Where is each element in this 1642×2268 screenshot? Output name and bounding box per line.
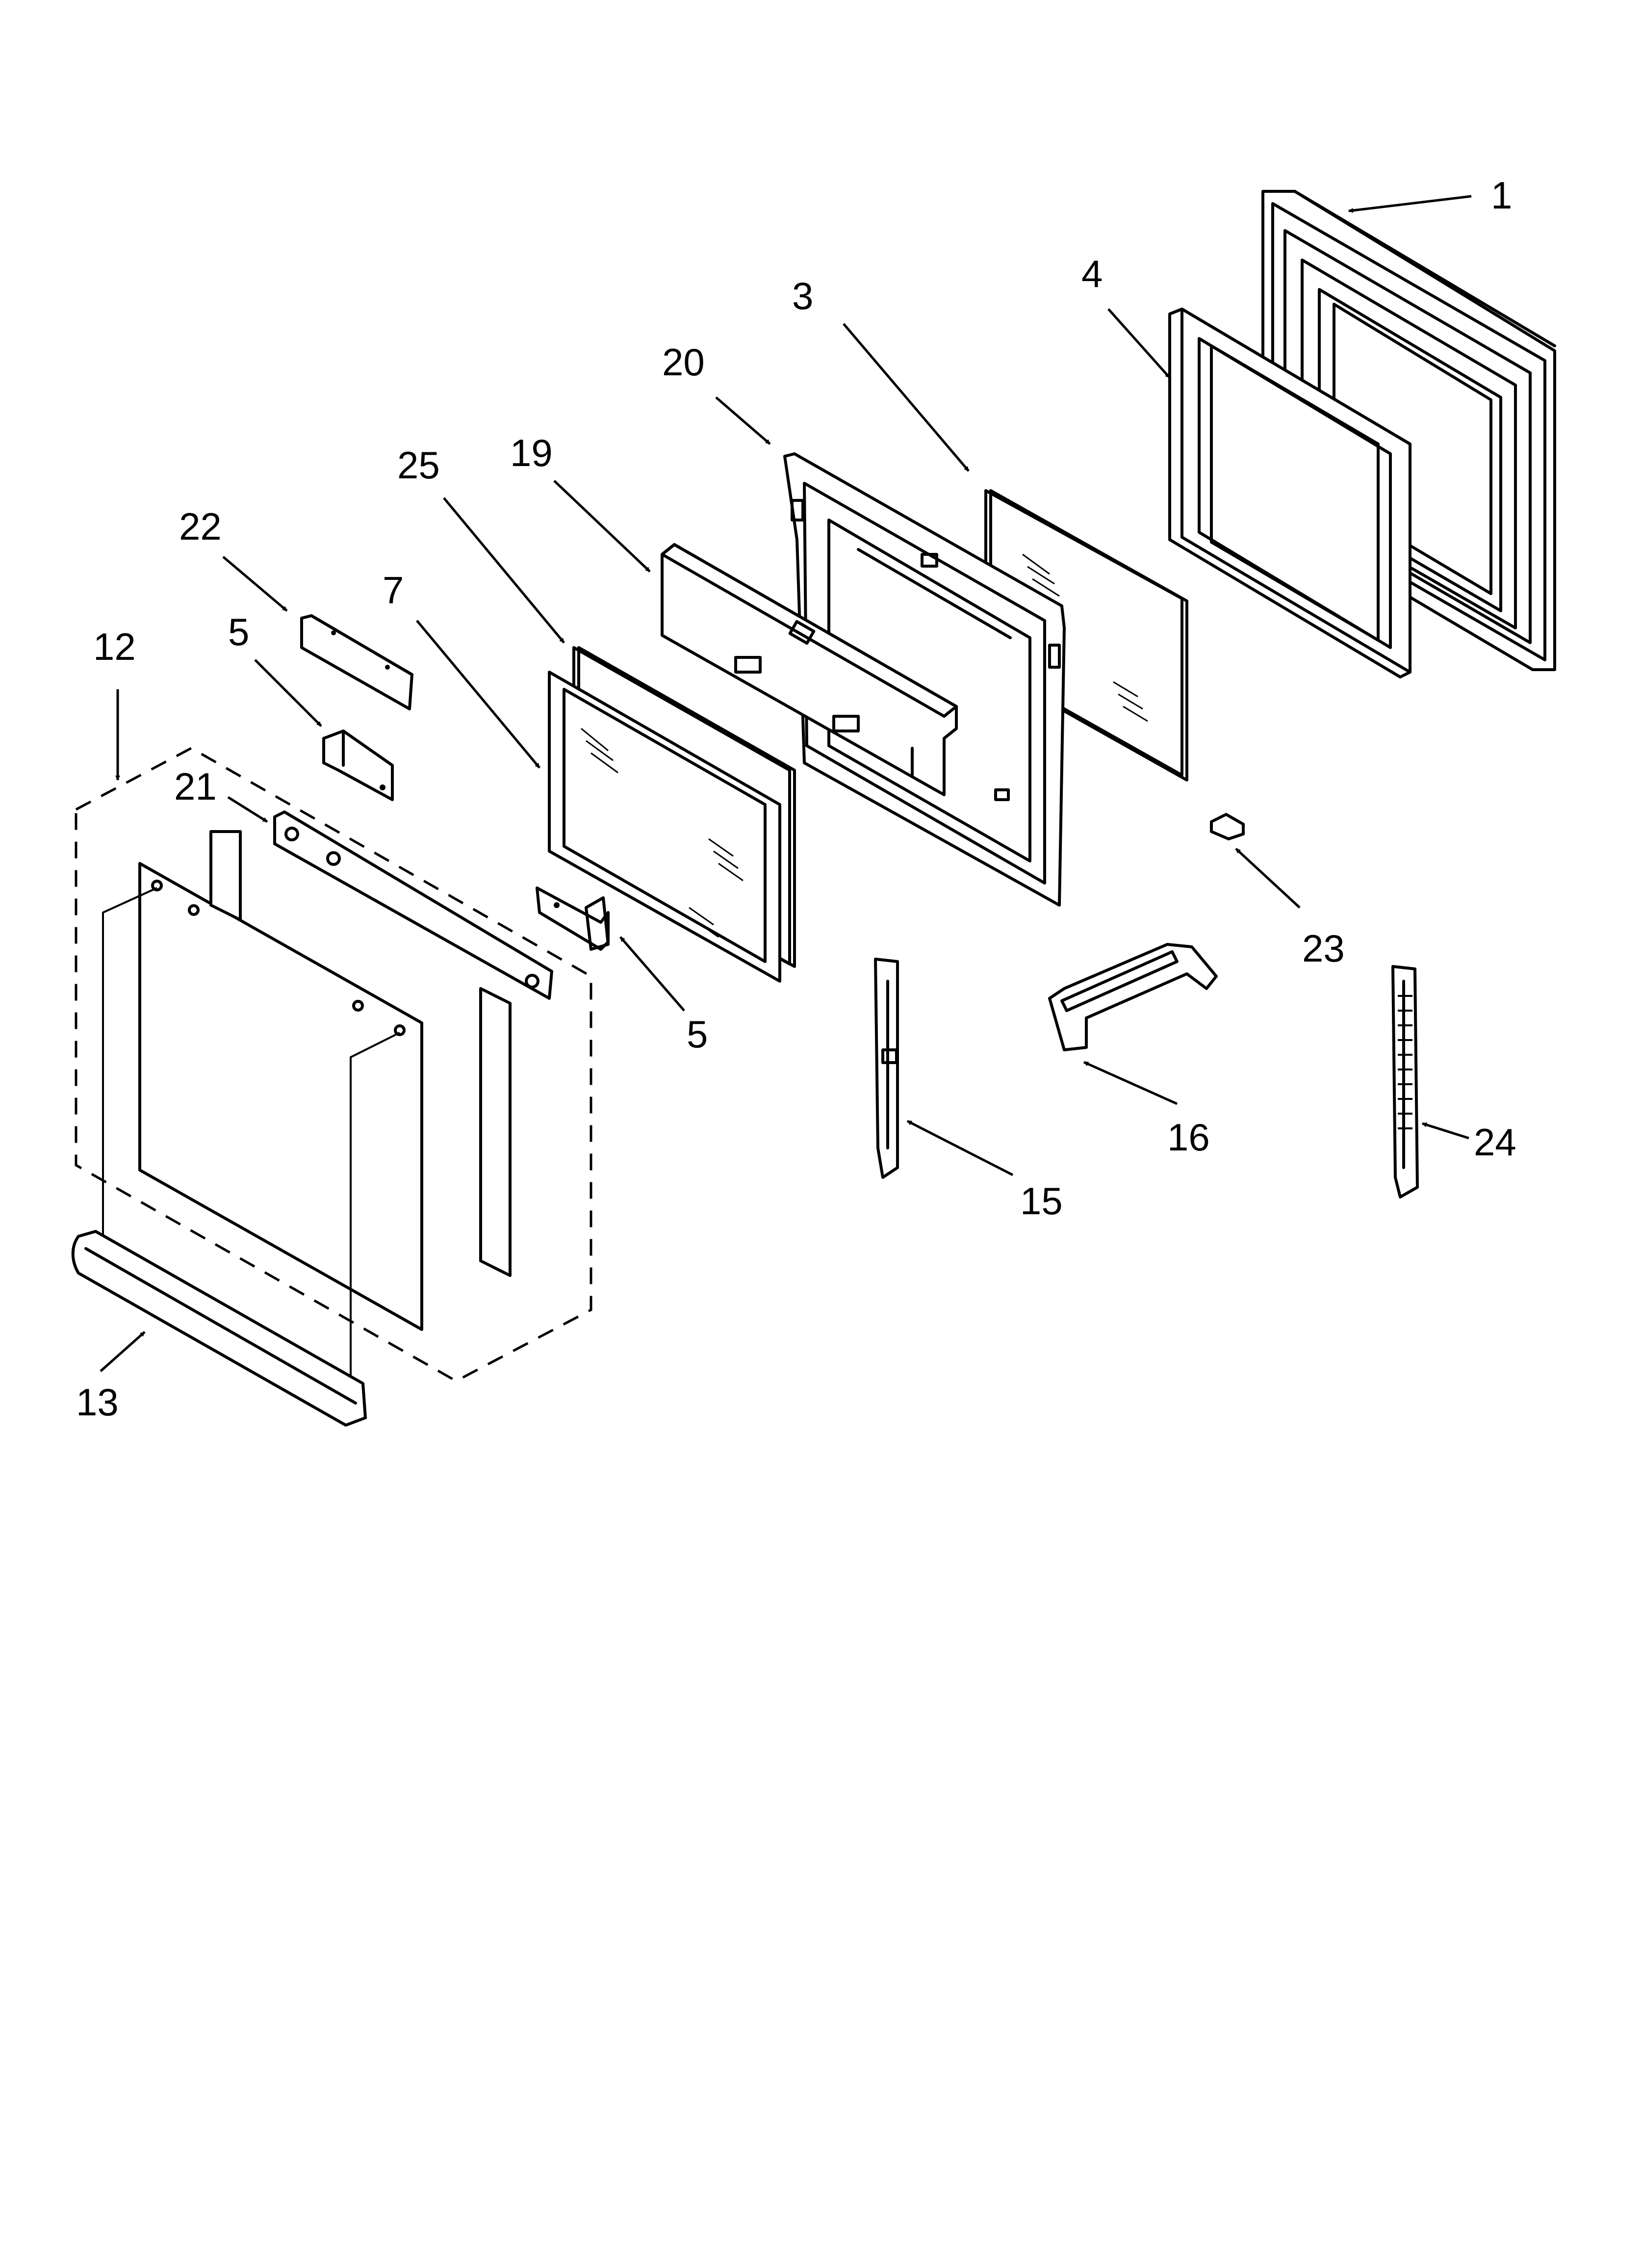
leader-22 [222, 556, 288, 612]
leader-16 [1083, 1061, 1178, 1105]
callout-13: 13 [76, 1381, 119, 1424]
leader-5b [619, 936, 685, 1012]
part-5-hinge-receptacle-upper [322, 730, 394, 801]
leader-19 [553, 480, 651, 573]
leader-25 [443, 497, 565, 644]
callout-5-upper: 5 [228, 610, 249, 653]
callout-labels: 1 4 3 20 19 25 7 22 5 12 21 5 13 15 16 2… [76, 174, 1516, 1424]
callout-21: 21 [174, 765, 217, 808]
callout-16: 16 [1167, 1116, 1210, 1159]
part-13-handle-trim [71, 1230, 367, 1427]
leader-lines [100, 195, 1472, 1372]
leader-24 [1422, 1122, 1469, 1140]
leader-15 [906, 1120, 1014, 1176]
callout-24: 24 [1474, 1121, 1516, 1164]
part-22-bracket [300, 614, 413, 710]
leader-1 [1348, 195, 1472, 213]
part-4-door-frame [1168, 308, 1411, 678]
part-21-trim-strip [273, 810, 553, 1000]
leader-5a [254, 659, 322, 727]
callout-25: 25 [397, 443, 440, 487]
part-24-right-hinge [1391, 965, 1419, 1199]
leader-23 [1235, 848, 1301, 909]
leader-21 [227, 796, 268, 823]
callout-1: 1 [1491, 174, 1512, 217]
part-12-outer-door-assembly [75, 747, 592, 1383]
callout-23: 23 [1302, 927, 1345, 970]
callout-4: 4 [1081, 252, 1103, 295]
leader-7 [416, 620, 540, 769]
part-15-left-hinge [874, 958, 899, 1179]
callout-15: 15 [1020, 1179, 1063, 1223]
callout-5-lower: 5 [687, 1013, 708, 1056]
part-23-clip [1210, 813, 1245, 840]
leader-4 [1107, 308, 1171, 379]
callout-12: 12 [93, 625, 136, 668]
leader-20 [715, 396, 771, 445]
part-7-glass-pack [548, 671, 781, 983]
leader-3 [843, 323, 970, 472]
callout-7: 7 [383, 569, 404, 612]
leader-13 [100, 1331, 146, 1372]
part-19-air-deflector [661, 543, 958, 796]
callout-22: 22 [179, 505, 222, 548]
part-16-brace [1048, 943, 1218, 1051]
callout-20: 20 [662, 340, 705, 384]
callout-3: 3 [792, 274, 813, 317]
callout-19: 19 [510, 431, 553, 474]
part-5-hinge-receptacle-lower [536, 886, 610, 951]
